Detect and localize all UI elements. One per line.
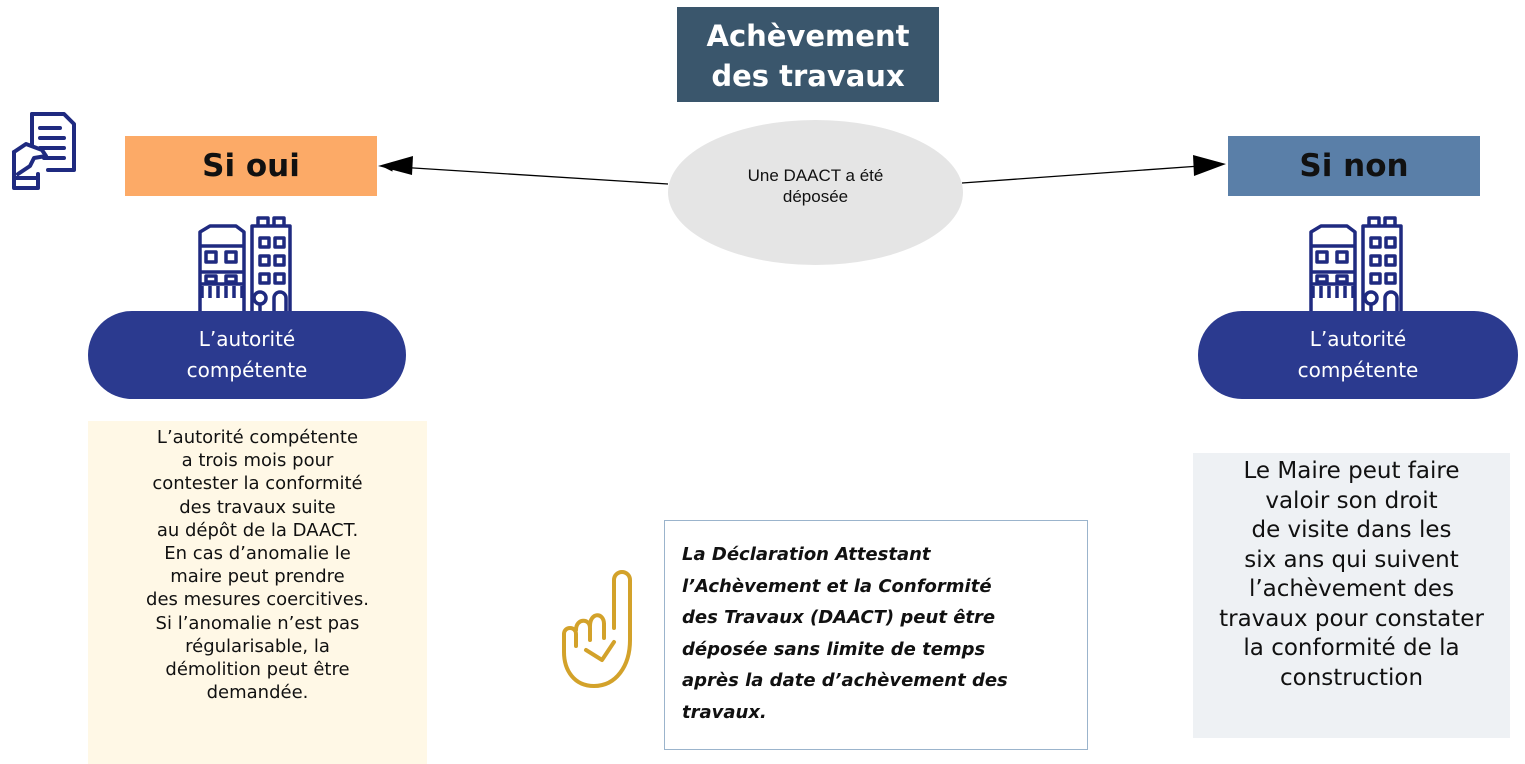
authority-label: L’autorité compétente: [1297, 327, 1419, 382]
city-buildings-icon: [198, 216, 292, 312]
arrow-head-yes: [378, 156, 413, 175]
authority-pill-yes: L’autorité compétente: [88, 311, 406, 399]
yes-label: Si oui: [202, 148, 300, 184]
city-buildings-icon: [1309, 216, 1403, 312]
diagram-title: Achèvement des travaux: [706, 18, 910, 93]
arrow-to-no: [961, 165, 1201, 184]
daact-info-box: La Déclaration Attestant l’Achèvement et…: [664, 520, 1088, 750]
authority-pill-no: L’autorité compétente: [1198, 311, 1518, 399]
no-note: Le Maire peut faire valoir son droit de …: [1193, 453, 1510, 738]
arrow-to-yes: [381, 161, 669, 185]
arrow-head-no: [1193, 155, 1226, 176]
title-box: Achèvement des travaux: [677, 7, 939, 102]
question-ellipse: Une DAACT a été déposée: [668, 120, 963, 265]
no-label: Si non: [1299, 148, 1409, 184]
question-text: Une DAACT a été déposée: [747, 165, 884, 206]
yes-branch-box: Si oui: [125, 136, 377, 196]
no-branch-box: Si non: [1228, 136, 1480, 196]
raised-finger-icon: [562, 570, 632, 688]
authority-label: L’autorité compétente: [186, 327, 308, 382]
document-hand-icon: [12, 112, 76, 190]
yes-note: L’autorité compétente a trois mois pour …: [88, 421, 427, 764]
